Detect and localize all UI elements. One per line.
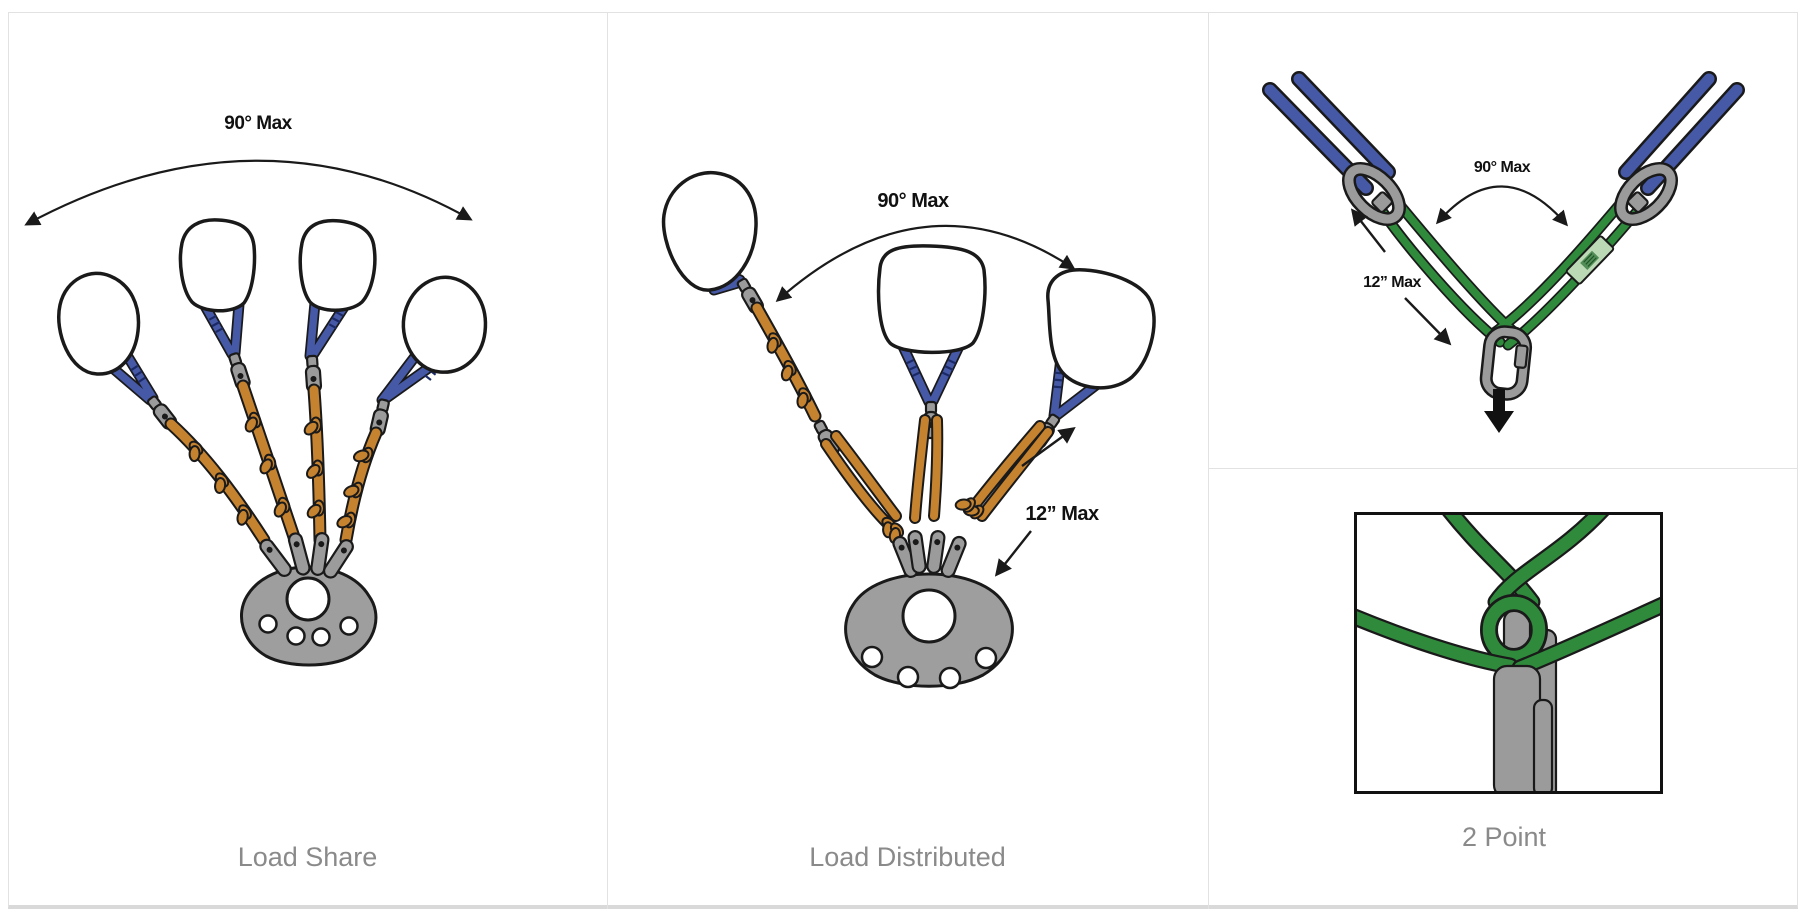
- blue-slings: [1262, 71, 1745, 196]
- orange-ropes: [750, 301, 1054, 549]
- caption-load-share: Load Share: [237, 842, 378, 872]
- extension-annotation: 12” Max: [1350, 208, 1452, 346]
- extension-annotation: 12” Max: [994, 427, 1099, 577]
- quicklink-left: [1342, 162, 1406, 226]
- green-slings: [1374, 191, 1646, 351]
- orange-ropes: [164, 379, 383, 547]
- load-direction-arrow: [1484, 389, 1514, 433]
- load-share-diagram: 90° Max: [24, 113, 488, 667]
- right-panel-divider: [1209, 468, 1798, 469]
- quicklink-right: [1614, 162, 1678, 226]
- extension-label: 12” Max: [1363, 274, 1421, 291]
- caption-load-distributed: Load Distributed: [809, 842, 1006, 872]
- angle-arc: [1435, 185, 1569, 227]
- angle-label: 90° Max: [224, 113, 292, 134]
- two-point-diagram: 90° Max 12” Max: [1262, 71, 1745, 433]
- angle-label: 90° Max: [1474, 159, 1531, 176]
- panel-divider-2: [1208, 13, 1209, 909]
- detail-artwork: [1357, 515, 1660, 791]
- extension-label: 12” Max: [1025, 503, 1099, 525]
- panel-divider-1: [607, 13, 608, 909]
- angle-arc: [24, 159, 473, 226]
- angle-arc: [775, 224, 1076, 303]
- anchor-rocks: [661, 170, 1156, 390]
- load-distributed-diagram: 90° Max: [661, 170, 1156, 690]
- caption-two-point: 2 Point: [1461, 822, 1547, 852]
- rigging-plate: [844, 529, 1014, 690]
- sling-tag: [1565, 235, 1615, 285]
- anchor-rocks: [57, 218, 488, 376]
- rigging-plate: [239, 530, 378, 667]
- two-point-detail: [1354, 512, 1663, 794]
- swivel-links: [144, 350, 393, 438]
- angle-label: 90° Max: [877, 190, 949, 212]
